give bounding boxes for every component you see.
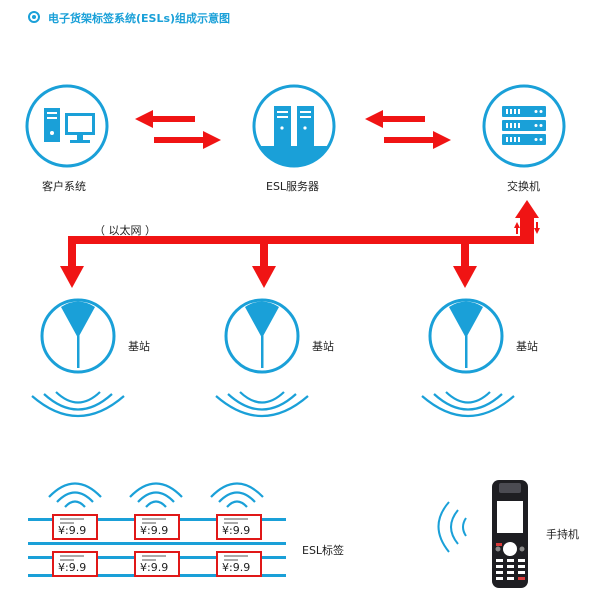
tag-text-line	[60, 522, 74, 524]
tag-text-line	[60, 518, 84, 520]
esl-price-tag: ¥:9.9	[134, 551, 180, 577]
esl-price-tag: ¥:9.9	[52, 551, 98, 577]
tag-text-line	[60, 555, 84, 557]
diagram-title: 电子货架标签系统(ESLs)组成示意图	[48, 12, 231, 25]
handheld-label: 手持机	[546, 528, 579, 541]
esl-price-tag: ¥:9.9	[216, 514, 262, 540]
base-station-icon	[224, 298, 300, 374]
tag-waves	[48, 482, 264, 508]
switch-label: 交换机	[507, 180, 540, 193]
base-station-label: 基站	[312, 340, 334, 353]
tag-price: ¥:9.9	[58, 561, 87, 574]
esl-price-tag: ¥:9.9	[134, 514, 180, 540]
tag-text-line	[142, 522, 156, 524]
tag-price: ¥:9.9	[222, 524, 251, 537]
handheld-waves	[437, 501, 467, 553]
base-station-waves	[31, 391, 515, 417]
server-switch-arrows	[365, 110, 451, 149]
base-station-icon	[428, 298, 504, 374]
tag-text-line	[224, 518, 248, 520]
tag-price: ¥:9.9	[58, 524, 87, 537]
tag-price: ¥:9.9	[222, 561, 251, 574]
client-computer-icon	[25, 84, 109, 168]
title-bullet-icon	[28, 11, 40, 23]
tag-text-line	[60, 559, 74, 561]
ethernet-bus	[60, 200, 540, 288]
tag-text-line	[142, 555, 166, 557]
esl-price-tag: ¥:9.9	[216, 551, 262, 577]
handheld-terminal-icon	[492, 480, 528, 588]
tag-text-line	[224, 555, 248, 557]
switch-icon	[482, 84, 566, 168]
tag-price: ¥:9.9	[140, 524, 169, 537]
base-station-icon	[40, 298, 116, 374]
tag-text-line	[142, 559, 156, 561]
base-station-label: 基站	[516, 340, 538, 353]
tag-text-line	[142, 518, 166, 520]
esl-server-icon	[252, 84, 336, 168]
client-server-arrows	[135, 110, 221, 149]
tag-price: ¥:9.9	[140, 561, 169, 574]
ethernet-label: （ 以太网 ）	[94, 224, 156, 237]
tag-text-line	[224, 522, 238, 524]
tag-text-line	[224, 559, 238, 561]
esl-tags-label: ESL标签	[302, 544, 345, 557]
esl-server-label: ESL服务器	[266, 180, 320, 193]
esl-price-tag: ¥:9.9	[52, 514, 98, 540]
client-system-label: 客户系统	[42, 180, 86, 193]
base-station-label: 基站	[128, 340, 150, 353]
